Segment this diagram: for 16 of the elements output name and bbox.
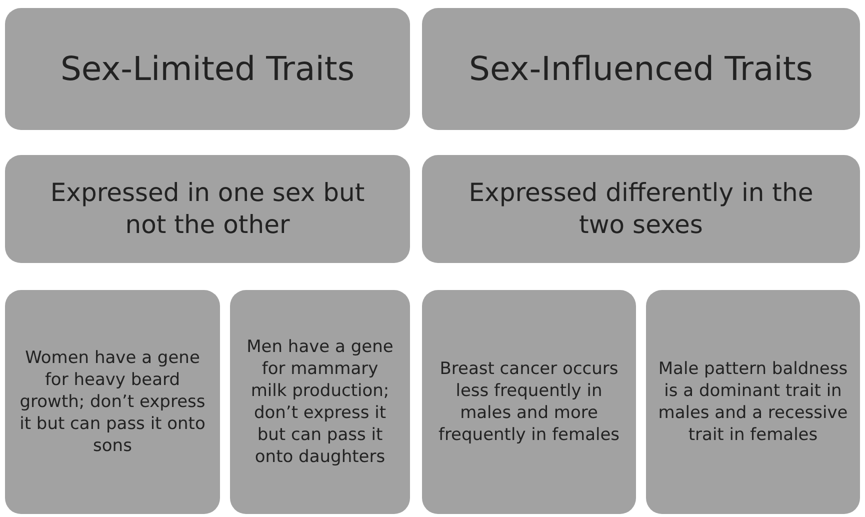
box-text: Expressed differently in the two sexes: [468, 176, 814, 241]
heading-box: [422, 8, 860, 130]
box-text: Expressed in one sex but not the other: [49, 176, 366, 241]
example-box: [422, 290, 636, 514]
example-box: [230, 290, 410, 514]
example-box: [646, 290, 860, 514]
box-text: Women have a gene for heavy beard growth; don’t express it but can pass it onto sons: [18, 346, 206, 458]
box-text: Sex-Limited Traits: [60, 48, 355, 90]
box-text: Breast cancer occurs less frequently in males and more frequently in females: [437, 358, 621, 446]
box-text: Male pattern baldness is a dominant trait in males and a recessive trait in females: [658, 358, 848, 446]
example-box: [5, 290, 220, 514]
box-text: Sex-Influenced Traits: [469, 48, 813, 90]
box-text: Men have a gene for mammary milk production; don’t express it but can pass it onto daughters: [246, 336, 394, 468]
definition-box: [422, 155, 860, 263]
heading-box: [5, 8, 410, 130]
definition-box: [5, 155, 410, 263]
